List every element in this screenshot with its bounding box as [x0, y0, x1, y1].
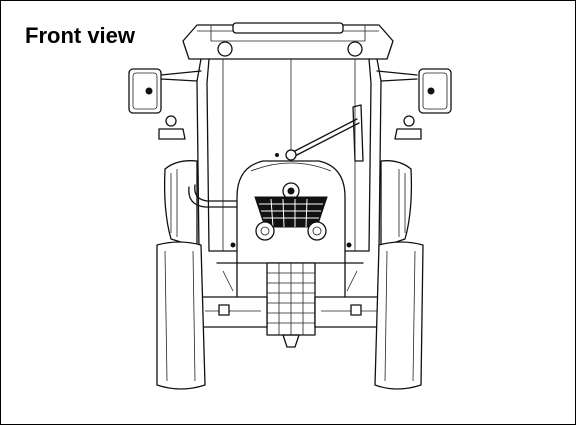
left-fender [163, 160, 198, 248]
right-fender [380, 160, 413, 248]
left-tire [156, 241, 206, 390]
headlights [255, 221, 327, 241]
right-mirror [376, 68, 452, 114]
left-mirror [128, 68, 202, 114]
wiper [285, 104, 364, 162]
bolts [230, 153, 352, 248]
right-tire [374, 241, 424, 390]
pipe [188, 184, 238, 208]
figure-title: Front view [25, 23, 136, 48]
front-weights [266, 262, 316, 348]
side-lights [158, 115, 422, 140]
front-axle [198, 262, 382, 328]
cab-roof [182, 22, 394, 60]
grille [254, 196, 328, 228]
